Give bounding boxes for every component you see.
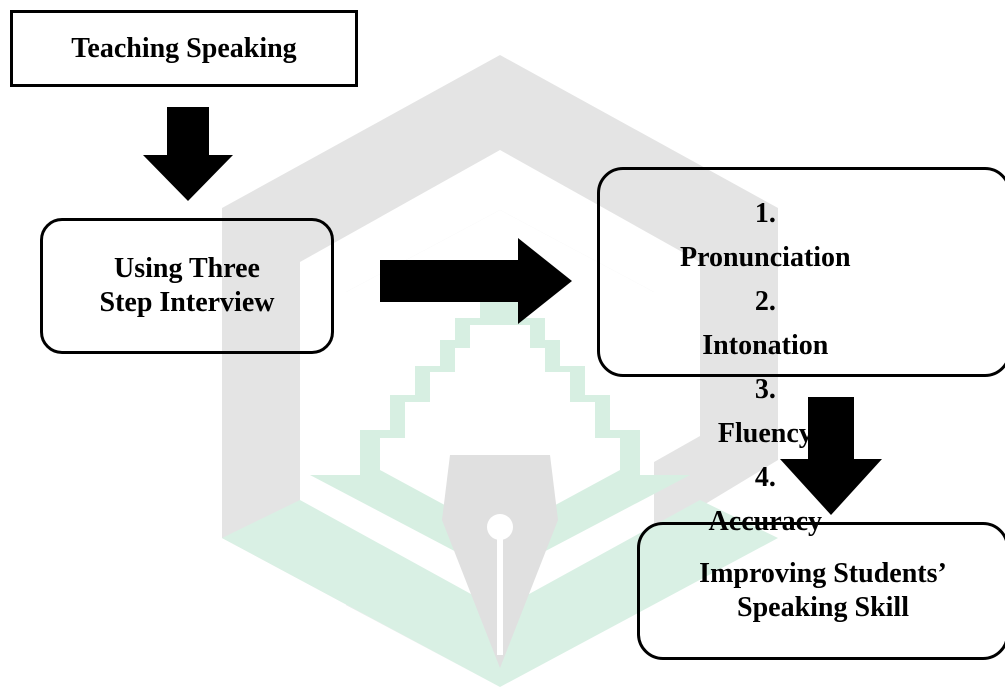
- teaching-speaking-box: Teaching Speaking: [10, 10, 358, 87]
- list-item: 1.Pronunciation: [680, 192, 851, 280]
- down-arrow-icon: [780, 397, 882, 515]
- list-item: 2.Intonation: [680, 280, 851, 368]
- result-label-line1: Improving Students’: [699, 558, 947, 590]
- watermark-mosque: [310, 290, 690, 575]
- method-label-line2: Step Interview: [99, 287, 275, 318]
- aspect-accuracy: Accuracy: [708, 506, 823, 537]
- three-step-interview-box: Using Three Step Interview: [40, 218, 334, 354]
- watermark-hexagon-outer: [222, 55, 778, 687]
- list-item: 4.Accuracy: [680, 456, 851, 544]
- aspect-list: 1.Pronunciation 2.Intonation 3.Fluency 4…: [680, 192, 851, 544]
- teaching-speaking-label: Teaching Speaking: [71, 32, 297, 64]
- watermark-hexagon-inner: [300, 150, 700, 560]
- list-item: 3.Fluency: [680, 368, 851, 456]
- watermark-pen-slit: [497, 535, 503, 655]
- aspect-pronunciation: Pronunciation: [680, 242, 851, 273]
- down-arrow-icon: [143, 107, 233, 201]
- improving-speaking-skill-box: Improving Students’ Speaking Skill: [637, 522, 1005, 660]
- aspect-intonation: Intonation: [702, 330, 829, 361]
- speaking-aspects-box: 1.Pronunciation 2.Intonation 3.Fluency 4…: [597, 167, 1005, 537]
- result-label-line2: Speaking Skill: [737, 592, 909, 623]
- watermark-pen-hole: [487, 514, 513, 540]
- method-label-line1: Using Three: [114, 253, 260, 285]
- aspect-fluency: Fluency: [717, 418, 813, 449]
- right-arrow-icon: [380, 238, 572, 324]
